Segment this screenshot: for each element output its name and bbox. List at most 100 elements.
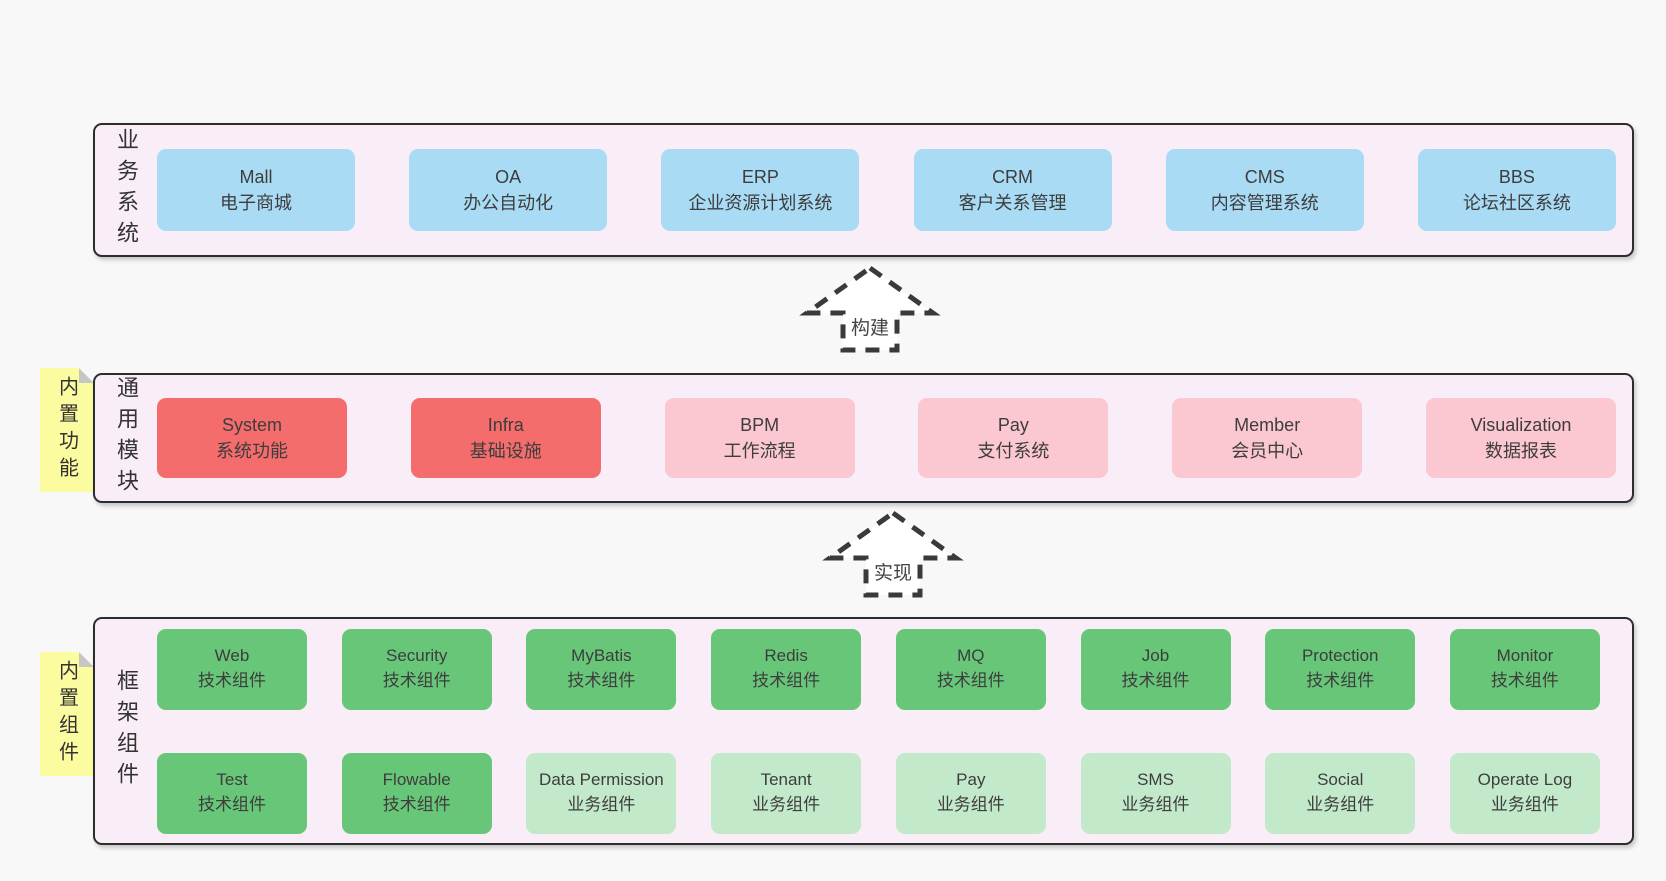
section-label-business-systems: 业务系统 [114,128,139,252]
box-title: Redis [764,646,808,666]
box-title: Flowable [382,770,451,790]
component-box: Web 技术组件 [157,628,307,710]
box-title: Member [1234,414,1301,435]
box-title: Visualization [1470,414,1572,435]
sticky-note-text: 内置功能 [55,376,78,484]
component-box: Pay 支付系统 [918,398,1109,478]
component-box: OA 办公自动化 [409,149,608,231]
component-box: ERP 企业资源计划系统 [661,149,860,231]
box-title: BBS [1498,166,1535,187]
component-box: CRM 客户关系管理 [913,149,1112,231]
component-box: Infra 基础设施 [410,398,601,478]
box-title: Social [1317,770,1364,790]
section-framework-components: 框架组件 Web 技术组件 Security 技术组件 MyBatis 技术组件… [93,617,1634,845]
dashed-up-arrow-icon [822,509,964,598]
section-label-common-modules: 通用模块 [114,376,139,500]
box-subtitle: 办公自动化 [463,193,554,213]
box-title: Data Permission [539,770,664,790]
box-subtitle: 业务组件 [752,795,821,814]
box-title: ERP [741,166,779,187]
box-title: Test [216,770,248,790]
box-title: Web [214,646,250,666]
box-title: MyBatis [571,646,632,666]
box-subtitle: 技术组件 [936,671,1005,690]
component-box: Protection 技术组件 [1265,628,1416,710]
dashed-up-arrow-icon [799,264,941,353]
box-title: Operate Log [1477,770,1573,790]
section-business-systems: 业务系统 Mall 电子商城 OA 办公自动化 ERP 企业资源计划系统 CRM… [93,123,1634,257]
box-title: OA [495,166,522,187]
box-subtitle: 业务组件 [567,795,636,814]
box-subtitle: 电子商城 [220,193,292,213]
box-title: Pay [956,770,986,790]
box-subtitle: 系统功能 [216,441,288,461]
component-box: Operate Log 业务组件 [1449,752,1600,834]
component-box: BBS 论坛社区系统 [1417,149,1616,231]
sticky-note-text: 内置组件 [55,660,78,768]
box-subtitle: 会员中心 [1231,441,1304,461]
box-subtitle: 技术组件 [1121,671,1190,690]
box-title: Protection [1301,646,1379,666]
component-box: Pay 业务组件 [895,752,1046,834]
box-subtitle: 数据报表 [1484,441,1557,461]
box-subtitle: 论坛社区系统 [1462,193,1571,213]
component-box: Security 技术组件 [341,628,492,710]
folded-corner [79,652,94,667]
box-subtitle: 内容管理系统 [1210,193,1319,213]
folded-corner [79,368,94,383]
box-subtitle: 工作流程 [723,441,796,461]
box-title: Tenant [760,770,812,790]
common-modules-row: System 系统功能 Infra 基础设施 BPM 工作流程 Pay 支付系统… [157,375,1632,501]
component-box: MyBatis 技术组件 [526,628,677,710]
arrow-label: 实现 [870,558,916,585]
box-title: CMS [1244,166,1285,187]
framework-row-2: Test 技术组件 Flowable 技术组件 Data Permission … [157,743,1616,843]
box-title: BPM [740,414,780,435]
box-subtitle: 技术组件 [198,671,266,690]
box-subtitle: 基础设施 [469,441,542,461]
component-box: BPM 工作流程 [664,398,855,478]
box-title: Monitor [1496,646,1554,666]
section-label-framework-components: 框架组件 [114,669,139,793]
section-common-modules: 通用模块 System 系统功能 Infra 基础设施 BPM 工作流程 Pay… [93,373,1634,503]
framework-row-1: Web 技术组件 Security 技术组件 MyBatis 技术组件 Redi… [157,619,1616,719]
box-subtitle: 业务组件 [1490,795,1559,814]
box-subtitle: 技术组件 [1306,671,1375,690]
box-subtitle: 业务组件 [1306,795,1375,814]
box-title: Pay [997,414,1029,435]
arrow-label: 构建 [847,313,893,340]
box-subtitle: 技术组件 [752,671,821,690]
box-title: MQ [957,646,985,666]
box-subtitle: 技术组件 [382,671,451,690]
box-subtitle: 支付系统 [977,441,1050,461]
component-box: Member 会员中心 [1172,398,1363,478]
component-box: Social 业务组件 [1265,752,1416,834]
component-box: SMS 业务组件 [1080,752,1231,834]
component-box: Data Permission 业务组件 [526,752,677,834]
business-systems-row: Mall 电子商城 OA 办公自动化 ERP 企业资源计划系统 CRM 客户关系… [157,125,1632,255]
box-title: CRM [992,166,1034,187]
box-title: Security [385,646,448,666]
box-subtitle: 技术组件 [198,795,266,814]
box-subtitle: 业务组件 [936,795,1005,814]
component-box: Test 技术组件 [157,752,307,834]
arrow-implement: 实现 [818,508,968,600]
box-title: System [221,414,282,435]
component-box: Flowable 技术组件 [341,752,492,834]
sticky-note-builtin-components: 内置组件 [40,652,94,776]
box-subtitle: 技术组件 [382,795,451,814]
box-subtitle: 客户关系管理 [958,193,1067,213]
framework-components-rows: Web 技术组件 Security 技术组件 MyBatis 技术组件 Redi… [157,619,1632,843]
component-box: Job 技术组件 [1080,628,1231,710]
component-box: Visualization 数据报表 [1425,398,1616,478]
box-subtitle: 技术组件 [1490,671,1559,690]
box-title: SMS [1137,770,1174,790]
arrow-build: 构建 [795,263,945,355]
box-subtitle: 企业资源计划系统 [688,193,833,213]
component-box: MQ 技术组件 [895,628,1046,710]
box-title: Job [1141,646,1170,666]
component-box: Monitor 技术组件 [1449,628,1600,710]
component-box: Mall 电子商城 [157,149,355,231]
component-box: System 系统功能 [157,398,347,478]
